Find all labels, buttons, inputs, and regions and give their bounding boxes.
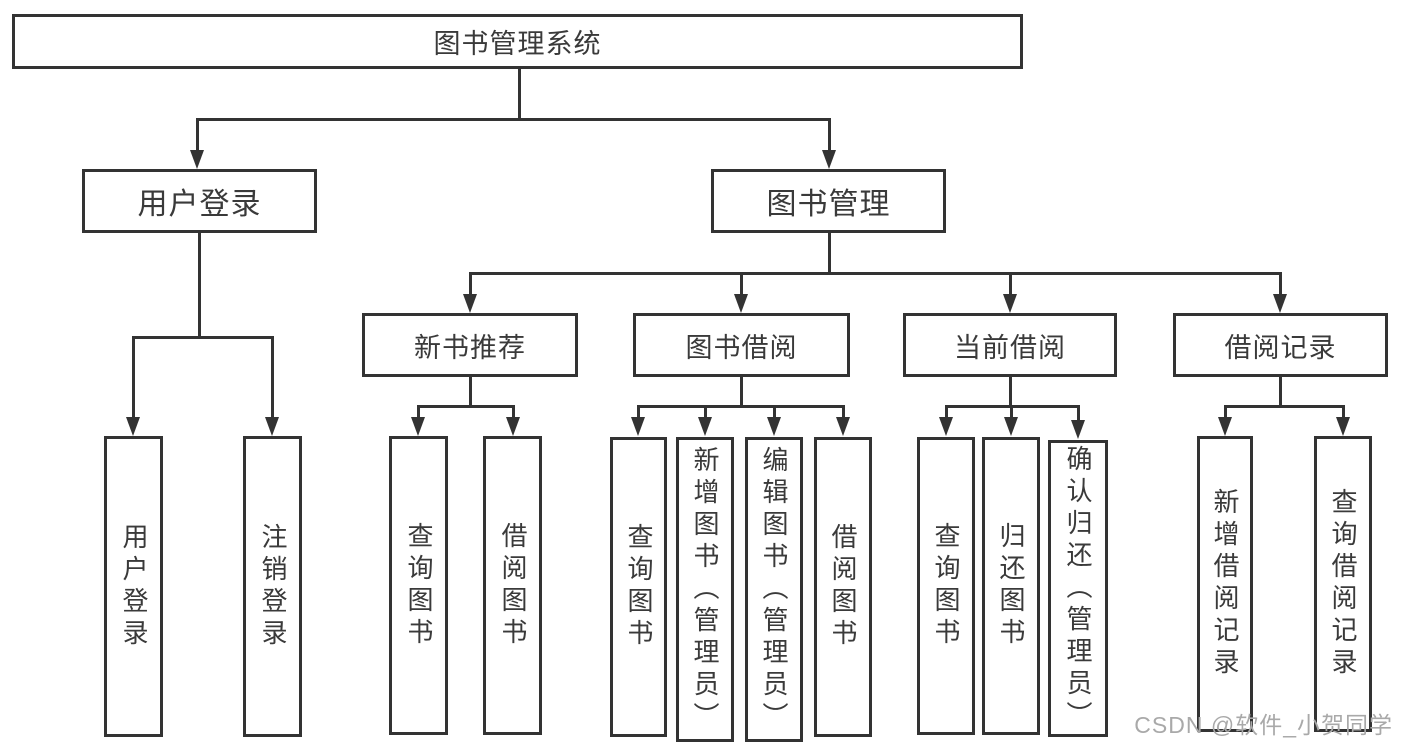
connector-arrow-stem-user-login <box>196 118 199 151</box>
leaf-logout-action: 注销登录 <box>243 436 302 737</box>
connector-arrow-stem-bb-add <box>704 405 707 420</box>
connector-arrow-stem-cb-confirm <box>1077 405 1080 422</box>
connector-arrow-stem-login-action <box>132 336 135 418</box>
csdn-watermark: CSDN @软件_小贺同学 <box>1134 712 1393 738</box>
node-new-book-recommend: 新书推荐 <box>362 313 578 377</box>
leaf-cb-query-books: 查询图书 <box>917 437 975 735</box>
arrowhead-cb-query <box>939 417 953 436</box>
connector-new-books-stem <box>469 377 472 408</box>
arrowhead-borrow-records <box>1273 294 1287 313</box>
arrowhead-cb-confirm <box>1071 420 1085 439</box>
arrowhead-user-login <box>190 150 204 169</box>
connector-arrow-stem-cb-return <box>1010 405 1013 420</box>
connector-arrow-stem-bb-edit <box>773 405 776 420</box>
connector-book-borrow-stem <box>740 377 743 408</box>
leaf-br-add-record: 新增借阅记录 <box>1197 436 1253 732</box>
connector-arrow-stem-nb-query <box>417 405 420 420</box>
connector-arrow-stem-current-borrow <box>1009 272 1012 296</box>
node-book-management: 图书管理 <box>711 169 946 233</box>
leaf-cb-confirm-return-admin: 确认归还（管理员） <box>1048 440 1108 737</box>
leaf-cb-return-books: 归还图书 <box>982 437 1040 735</box>
leaf-bb-add-books-admin: 新增图书（管理员） <box>676 437 734 742</box>
arrowhead-bb-query <box>631 417 645 436</box>
leaf-nb-query-books: 查询图书 <box>389 436 448 735</box>
arrowhead-nb-query <box>411 417 425 436</box>
connector-arrow-stem-borrow-records <box>1279 272 1282 296</box>
arrowhead-br-query <box>1336 417 1350 436</box>
connector-arrow-stem-book-mgmt <box>828 118 831 151</box>
leaf-bb-query-books: 查询图书 <box>610 437 667 737</box>
node-book-borrowing: 图书借阅 <box>633 313 850 377</box>
connector-arrow-stem-bb-borrow <box>842 405 845 420</box>
connector-book-mgmt-stem <box>828 232 831 275</box>
connector-arrow-stem-bb-query <box>637 405 640 420</box>
node-current-borrowing: 当前借阅 <box>903 313 1117 377</box>
arrowhead-login-action <box>126 417 140 436</box>
connector-book-mgmt-branch <box>469 272 1282 275</box>
node-borrowing-records: 借阅记录 <box>1173 313 1388 377</box>
connector-borrow-records-stem <box>1279 377 1282 408</box>
connector-arrow-stem-book-borrow <box>740 272 743 296</box>
leaf-bb-edit-books-admin: 编辑图书（管理员） <box>745 437 803 742</box>
leaf-user-login-action: 用户登录 <box>104 436 163 737</box>
connector-new-books-branch <box>417 405 515 408</box>
connector-arrow-stem-br-add <box>1224 405 1227 420</box>
leaf-nb-borrow-books: 借阅图书 <box>483 436 542 735</box>
connector-book-borrow-branch <box>637 405 845 408</box>
arrowhead-new-books <box>463 294 477 313</box>
arrowhead-logout-action <box>265 417 279 436</box>
node-root-library-system: 图书管理系统 <box>12 14 1023 69</box>
arrowhead-bb-edit <box>767 417 781 436</box>
connector-user-login-branch <box>132 336 274 339</box>
connector-arrow-stem-br-query <box>1342 405 1345 420</box>
leaf-br-query-record: 查询借阅记录 <box>1314 436 1372 732</box>
arrowhead-br-add <box>1218 417 1232 436</box>
arrowhead-book-borrow <box>734 294 748 313</box>
arrowhead-book-mgmt <box>822 150 836 169</box>
connector-root-branch <box>196 118 831 121</box>
connector-arrow-stem-logout-action <box>271 336 274 418</box>
connector-current-borrow-stem <box>1009 377 1012 408</box>
connector-arrow-stem-nb-borrow <box>512 405 515 420</box>
arrowhead-bb-add <box>698 417 712 436</box>
arrowhead-cb-return <box>1004 417 1018 436</box>
connector-borrow-records-branch <box>1224 405 1345 408</box>
connector-root-stem <box>518 69 521 120</box>
arrowhead-nb-borrow <box>506 417 520 436</box>
arrowhead-current-borrow <box>1003 294 1017 313</box>
node-user-login: 用户登录 <box>82 169 317 233</box>
arrowhead-bb-borrow <box>836 417 850 436</box>
connector-arrow-stem-cb-query <box>945 405 948 420</box>
leaf-bb-borrow-books: 借阅图书 <box>814 437 872 737</box>
connector-user-login-stem <box>198 232 201 338</box>
connector-arrow-stem-new-books <box>469 272 472 296</box>
